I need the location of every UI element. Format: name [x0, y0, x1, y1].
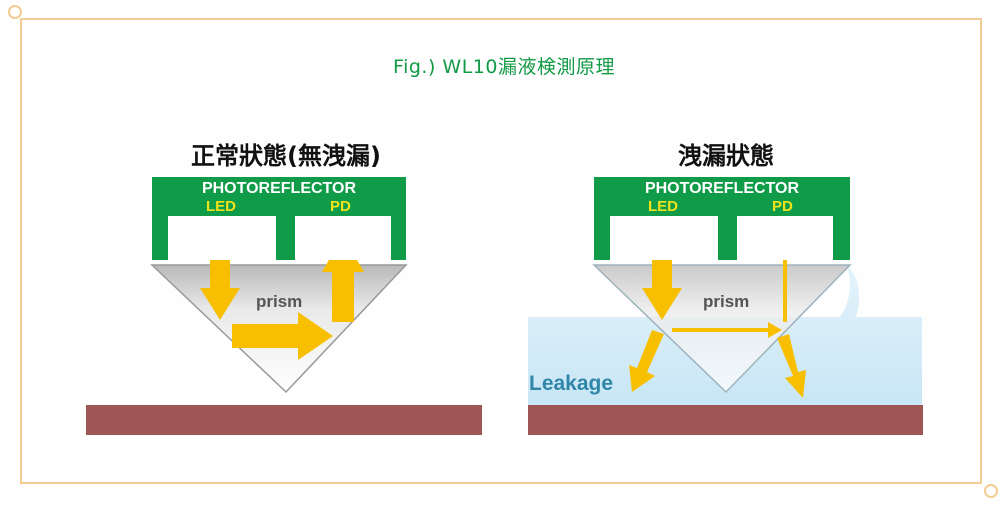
right-panel-title: 洩漏狀態: [678, 142, 774, 170]
left-photoreflector: PHOTOREFLECTOR LED PD: [152, 177, 406, 260]
left-prism-label: prism: [256, 292, 302, 311]
left-floor: [86, 405, 482, 435]
left-arrow-down: [200, 245, 240, 320]
corner-circle-bottom-right: [984, 484, 998, 498]
right-arrow-down: [642, 245, 682, 320]
left-pd-slot: [295, 216, 391, 260]
left-photoreflector-label: PHOTOREFLECTOR: [201, 180, 357, 197]
right-arrow-leak-right: [777, 334, 806, 398]
right-photoreflector: PHOTOREFLECTOR LED PD: [594, 177, 850, 260]
right-led-label: LED: [648, 198, 678, 215]
left-pd-label: PD: [330, 198, 351, 215]
right-pd-label: PD: [772, 198, 793, 215]
right-arrow-leak-left: [629, 330, 664, 392]
right-floor: [528, 405, 923, 435]
right-pd-slot: [737, 216, 833, 260]
left-arrow-right: [232, 312, 333, 360]
figure-title: Fig.) WL10漏液検測原理: [393, 56, 615, 78]
left-panel-title: 正常狀態(無洩漏): [191, 142, 381, 170]
right-prism-label: prism: [703, 292, 749, 311]
outer-frame: [20, 18, 982, 484]
left-led-label: LED: [206, 198, 236, 215]
right-arrow-thin-right: [672, 322, 782, 338]
right-photoreflector-label: PHOTOREFLECTOR: [644, 180, 800, 197]
leakage-label: Leakage: [529, 372, 613, 395]
left-led-slot: [168, 216, 276, 260]
corner-circle-top-left: [8, 5, 22, 19]
right-led-slot: [610, 216, 718, 260]
right-arrow-thin-up: [779, 244, 791, 322]
